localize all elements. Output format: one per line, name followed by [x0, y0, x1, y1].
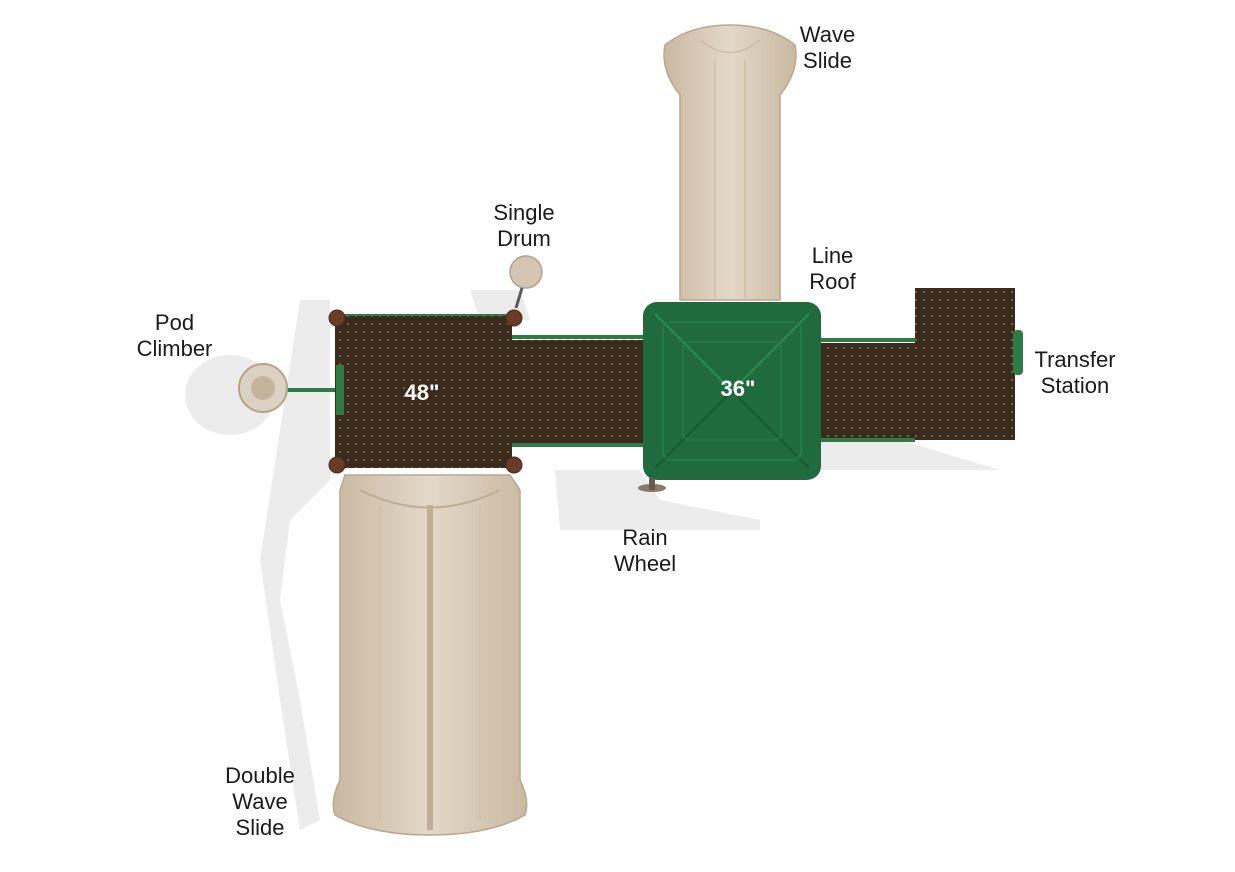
pod-climber [238, 363, 344, 415]
walkway-right [818, 343, 918, 438]
label-pod-climber: Pod Climber [136, 310, 213, 361]
line-roof [643, 302, 821, 480]
label-line-roof: Line Roof [809, 243, 856, 294]
walkway-left [512, 340, 647, 443]
deck-height-48: 48" [404, 380, 440, 405]
transfer-station-deck [915, 288, 1015, 440]
deck-48 [335, 316, 512, 468]
single-drum [509, 255, 543, 309]
deck-height-36: 36" [720, 376, 756, 401]
label-single-drum: Single Drum [493, 200, 555, 251]
label-double-wave-slide: Double Wave Slide [225, 763, 295, 840]
transfer-station-handle [1013, 330, 1023, 375]
label-transfer-station: Transfer Station [1034, 347, 1116, 398]
label-wave-slide: Wave Slide [799, 22, 856, 73]
posts [328, 309, 523, 474]
wave-slide [663, 24, 797, 301]
label-rain-wheel: Rain Wheel [613, 525, 677, 576]
rain-wheel [638, 478, 666, 492]
double-wave-slide [332, 474, 528, 836]
